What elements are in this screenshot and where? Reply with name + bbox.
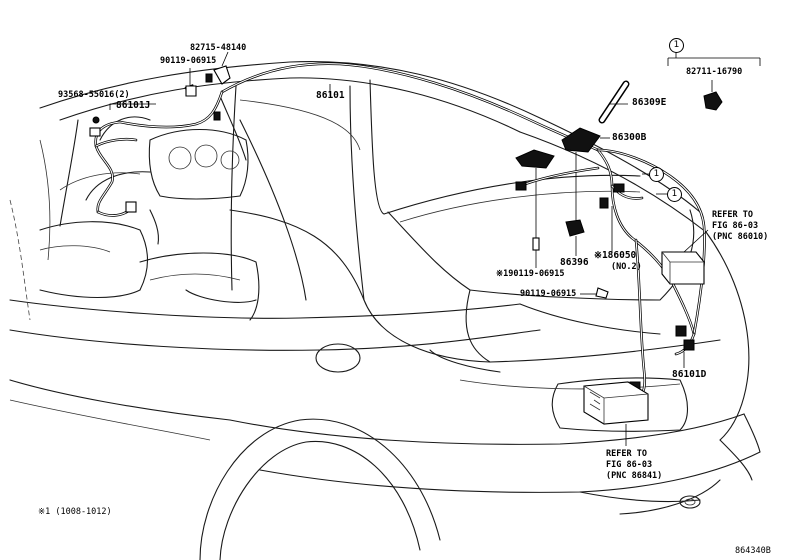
label-86101J[interactable]: 86101J bbox=[116, 100, 151, 111]
antenna-cord-86101J bbox=[89, 65, 231, 217]
diagram-id: 864340B bbox=[735, 546, 771, 556]
refer-line-2: FIG 86-03 bbox=[606, 460, 653, 470]
vehicle-body-outline bbox=[9, 61, 761, 560]
leader-lines bbox=[109, 51, 668, 195]
label-86396[interactable]: 86396 bbox=[560, 257, 589, 268]
label-82715-48140[interactable]: 82715-48140 bbox=[190, 43, 247, 53]
label-93568-55016[interactable]: 93568-55016(2) bbox=[58, 90, 130, 100]
label-86101D[interactable]: 86101D bbox=[672, 369, 707, 380]
refer-line-1: REFER TO bbox=[712, 210, 753, 220]
label-82711-16790[interactable]: 82711-16790 bbox=[686, 67, 743, 77]
callout-1-cable-a: 1 bbox=[649, 167, 664, 182]
label-186050[interactable]: ※186050 bbox=[594, 250, 637, 261]
footnote: ※1 (1008-1012) bbox=[38, 507, 112, 517]
bolt-90119-top bbox=[185, 68, 197, 97]
label-190119-06915[interactable]: ※190119-06915 bbox=[496, 269, 565, 279]
label-90119-06915-top[interactable]: 90119-06915 bbox=[160, 56, 217, 66]
label-186050-sub: (NO.2) bbox=[611, 262, 642, 272]
refer-line-3: (PNC 86010) bbox=[712, 232, 769, 242]
bolt-90119-left bbox=[532, 237, 540, 268]
label-86101[interactable]: 86101 bbox=[316, 90, 345, 101]
antenna-amplifier-86396 bbox=[565, 219, 585, 256]
refer-line-3: (PNC 86841) bbox=[606, 471, 663, 481]
label-86300B[interactable]: 86300B bbox=[612, 132, 647, 143]
refer-to-86841[interactable]: REFER TO FIG 86-03 (PNC 86841) bbox=[606, 449, 662, 482]
tuner-box-86841 bbox=[583, 381, 649, 446]
refer-line-1: REFER TO bbox=[606, 449, 647, 459]
refer-line-2: FIG 86-03 bbox=[712, 221, 759, 231]
bolt-90119-mid bbox=[580, 287, 609, 299]
label-90119-06915-mid[interactable]: 90119-06915 bbox=[520, 289, 577, 299]
callout-1-cable-b: 1 bbox=[667, 187, 682, 202]
inset-frame bbox=[667, 46, 761, 111]
callout-1-inset: 1 bbox=[669, 38, 684, 53]
antenna-base-86300B bbox=[515, 127, 601, 240]
label-86309E[interactable]: 86309E bbox=[632, 97, 667, 108]
rod-antenna-86309E bbox=[598, 80, 630, 124]
antenna-module-86010 bbox=[661, 229, 709, 285]
refer-to-86010[interactable]: REFER TO FIG 86-03 (PNC 86010) bbox=[712, 210, 768, 243]
antenna-cord-86101 bbox=[220, 62, 600, 152]
